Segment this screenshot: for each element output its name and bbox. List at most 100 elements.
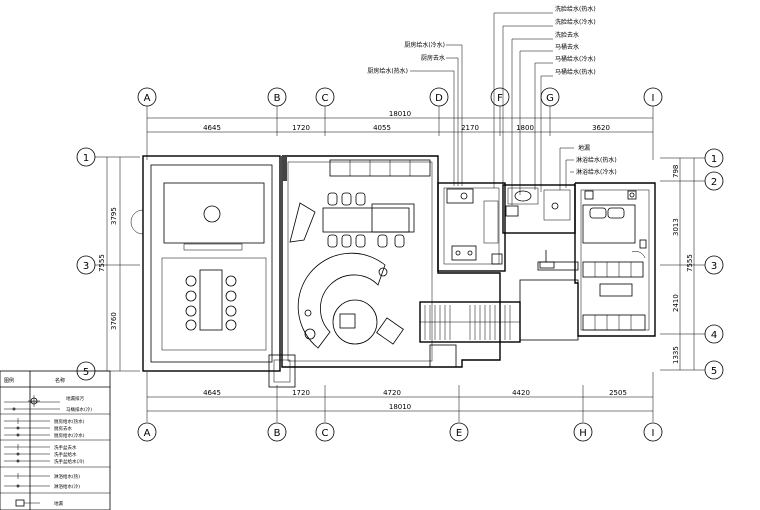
label-floor-drain: 地漏: [578, 144, 590, 152]
axis-bubble-a-top: A: [137, 87, 157, 107]
axis-bubble-5-right: 5: [704, 360, 724, 380]
svg-text:I: I: [652, 428, 655, 439]
legend-toilet-drain-cold: 马桶排水(冷): [66, 406, 92, 413]
svg-text:A: A: [144, 93, 151, 104]
bottom-axis-row: A B C E H I: [137, 422, 663, 442]
legend-table: 图例 名称 地漏排污 马桶排水(冷) 厨房给水(热水) 厨房去水 厨房给水(冷水…: [0, 370, 111, 510]
callout-kitchen-hot: 厨房给水(热水): [367, 67, 408, 75]
dim-bottom-2: 1720: [292, 389, 310, 397]
legend-floor-drain-waste: 地漏排污: [66, 395, 84, 402]
callout-toilet-drain: 马桶去水: [555, 43, 579, 51]
dim-top-3: 4055: [373, 124, 391, 132]
building-walls: [142, 155, 656, 388]
dim-top-4: 2170: [461, 124, 479, 132]
svg-text:H: H: [579, 428, 587, 439]
furniture: [130, 182, 647, 368]
top-dimensions: 18010 4645 1720 4055 2170 1800 3620: [146, 106, 654, 160]
axis-bubble-1-left: 1: [76, 147, 96, 167]
legend-basin-supply: 洗手盆给水: [54, 451, 77, 458]
dim-top-5: 1800: [516, 124, 534, 132]
dim-bottom-3: 4720: [383, 389, 401, 397]
dim-right-2: 3013: [672, 218, 680, 236]
axis-bubble-c-bottom: C: [315, 422, 335, 442]
dim-bottom-1: 4645: [203, 389, 221, 397]
callout-toilet-hot: 马桶给水(热水): [555, 68, 596, 76]
top-axis-row: A B C D F G I: [137, 87, 663, 107]
overall-dim-top: 18010: [389, 110, 411, 118]
legend-kitchen-drain: 厨房去水: [54, 425, 72, 432]
legend-kitchen-cold: 厨房给水(冷水): [54, 432, 85, 439]
dim-right-1: 798: [672, 165, 680, 178]
svg-text:A: A: [144, 428, 151, 439]
dim-bottom-5: 2505: [609, 389, 627, 397]
bottom-dimensions: 4645 1720 4720 4420 2505 18010: [146, 372, 654, 422]
axis-bubble-d-top: D: [429, 87, 449, 107]
svg-text:B: B: [274, 93, 281, 104]
dim-top-2: 1720: [292, 124, 310, 132]
svg-text:5: 5: [83, 367, 89, 378]
axis-bubble-b-bottom: B: [267, 422, 287, 442]
axis-bubble-3-left: 3: [76, 255, 96, 275]
axis-bubble-e-bottom: E: [449, 422, 469, 442]
legend-floor-drain: 地漏: [54, 500, 63, 507]
legend-kitchen-hot: 厨房给水(热水): [54, 418, 85, 425]
label-shower-hot: 淋浴给水(热水): [576, 156, 617, 164]
callout-kitchen-drain: 厨房去水: [421, 54, 445, 62]
axis-bubble-a-bottom: A: [137, 422, 157, 442]
svg-text:I: I: [652, 93, 655, 104]
svg-text:C: C: [322, 428, 329, 439]
axis-bubble-i-bottom: I: [643, 422, 663, 442]
svg-text:5: 5: [711, 366, 717, 377]
axis-bubble-h-bottom: H: [573, 422, 593, 442]
svg-text:1: 1: [83, 153, 89, 164]
svg-text:C: C: [322, 93, 329, 104]
svg-text:E: E: [456, 428, 462, 439]
dim-right-overall: 7555: [686, 254, 694, 272]
callout-wash-drain: 洗脸去水: [555, 31, 579, 39]
axis-bubble-i-top: I: [643, 87, 663, 107]
room-labels: 地漏 淋浴给水(热水) 淋浴给水(冷水): [559, 144, 617, 190]
dim-left-2: 3760: [110, 312, 118, 330]
svg-text:4: 4: [711, 330, 717, 341]
legend-header-symbol: 图例: [4, 377, 14, 384]
legend-basin-cold: 洗手盆给水(冷): [54, 458, 85, 465]
axis-bubble-3-right: 3: [704, 255, 724, 275]
callout-kitchen-cold: 厨房给水(冷水): [404, 41, 445, 49]
dim-top-1: 4645: [203, 124, 221, 132]
axis-bubble-4-right: 4: [704, 324, 724, 344]
svg-text:G: G: [546, 93, 554, 104]
svg-text:D: D: [435, 93, 443, 104]
svg-text:F: F: [497, 93, 503, 104]
svg-text:3: 3: [83, 261, 89, 272]
axis-bubble-1-right: 1: [704, 148, 724, 168]
dim-right-3: 2410: [672, 294, 680, 312]
dim-left-overall: 7555: [98, 254, 106, 272]
callouts-left: 厨房给水(冷水) 厨房去水 厨房给水(热水): [367, 41, 463, 186]
legend-shower-hot: 淋浴给水(热): [54, 473, 80, 480]
legend-shower-cold: 淋浴给水(冷): [54, 483, 80, 490]
left-axis-col: 1 3 5 3795 7555 3760: [76, 147, 140, 381]
axis-bubble-f-top: F: [490, 87, 510, 107]
svg-text:2: 2: [711, 177, 717, 188]
svg-text:1: 1: [711, 154, 717, 165]
dim-left-1: 3795: [110, 207, 118, 225]
callout-wash-cold: 洗脸给水(冷水): [555, 18, 596, 26]
label-shower-cold: 淋浴给水(冷水): [576, 168, 617, 176]
right-axis-col: 1 2 3 4 5 798 3013 7555 2410 1335: [660, 148, 724, 380]
axis-bubble-2-right: 2: [704, 171, 724, 191]
axis-bubble-g-top: G: [540, 87, 560, 107]
axis-bubble-b-top: B: [267, 87, 287, 107]
callout-wash-hot: 洗脸给水(热水): [555, 5, 596, 13]
dim-bottom-4: 4420: [512, 389, 530, 397]
callouts-right: 洗脸给水(热水) 洗脸给水(冷水) 洗脸去水 马桶去水 马桶给水(冷水) 马桶给…: [493, 5, 596, 205]
dim-top-6: 3620: [592, 124, 610, 132]
axis-bubble-c-top: C: [315, 87, 335, 107]
overall-dim-bottom: 18010: [389, 403, 411, 411]
svg-text:3: 3: [711, 261, 717, 272]
dim-right-4: 1335: [672, 346, 680, 364]
callout-toilet-cold: 马桶给水(冷水): [555, 55, 596, 63]
legend-header-name: 名称: [55, 377, 65, 384]
svg-text:B: B: [274, 428, 281, 439]
legend-basin-drain: 洗手盆去水: [54, 444, 77, 451]
